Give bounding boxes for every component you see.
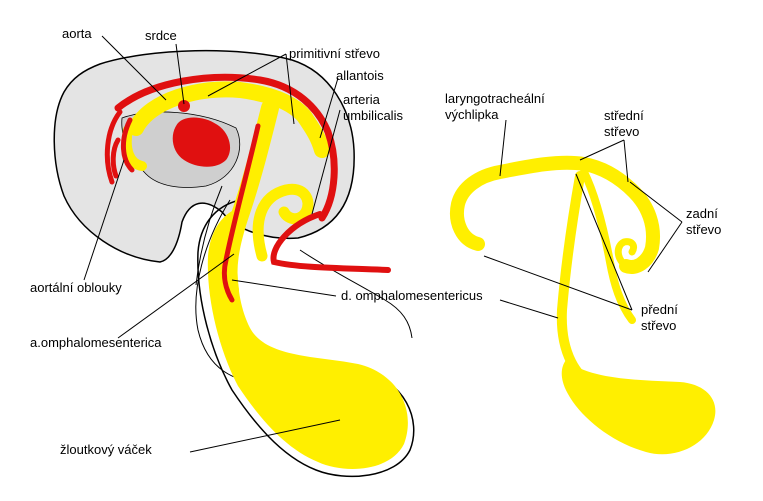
aortic-arches [104,109,135,185]
heart-connector [178,100,190,112]
label-aortalni-oblouky: aortální oblouky [30,280,122,295]
label-umbilicalis: umbilicalis [343,108,403,123]
schema-midgut-descending [580,168,636,324]
label-primitivni-strevo: primitivní střevo [289,46,380,61]
omphalomesenteric-artery [221,123,261,303]
umbilical-artery [270,211,391,273]
leader-lines [83,35,683,453]
yolk-sac [207,206,408,469]
label-allantois: allantois [336,68,384,83]
label-zadni-1: zadní [686,206,718,221]
label-predni-1: přední [641,302,678,317]
label-zadni-2: střevo [686,222,721,237]
label-laryngo-1: laryngotracheální [445,91,545,106]
label-stredni-1: střední [604,108,644,123]
label-a-omphalomesenterica: a.omphalomesenterica [30,335,162,350]
foregut-branch [121,125,147,171]
primitive-gut [128,81,330,158]
heart [172,117,231,167]
gut-descending [219,99,279,299]
label-srdce: srdce [145,28,177,43]
embryo-figure [53,49,415,478]
label-zloutkovy-vacek: žloutkový váček [60,442,152,457]
labels: aorta srdce primitivní střevo allantois … [30,26,721,457]
label-omphalomesentericus: d. omphalomesentericus [341,288,483,303]
label-predni-2: střevo [641,318,676,333]
gut-arc [450,155,660,274]
schema-hindgut-loop [614,238,638,270]
label-arteria: arteria [343,92,381,107]
label-aorta: aorta [62,26,92,41]
schema-yolk-sac [561,360,716,455]
gut-schema [450,155,716,455]
aorta-vessel [114,73,338,222]
label-stredni-2: střevo [604,124,639,139]
label-laryngo-2: výchlipka [445,107,499,122]
hindgut-loop [252,183,314,262]
